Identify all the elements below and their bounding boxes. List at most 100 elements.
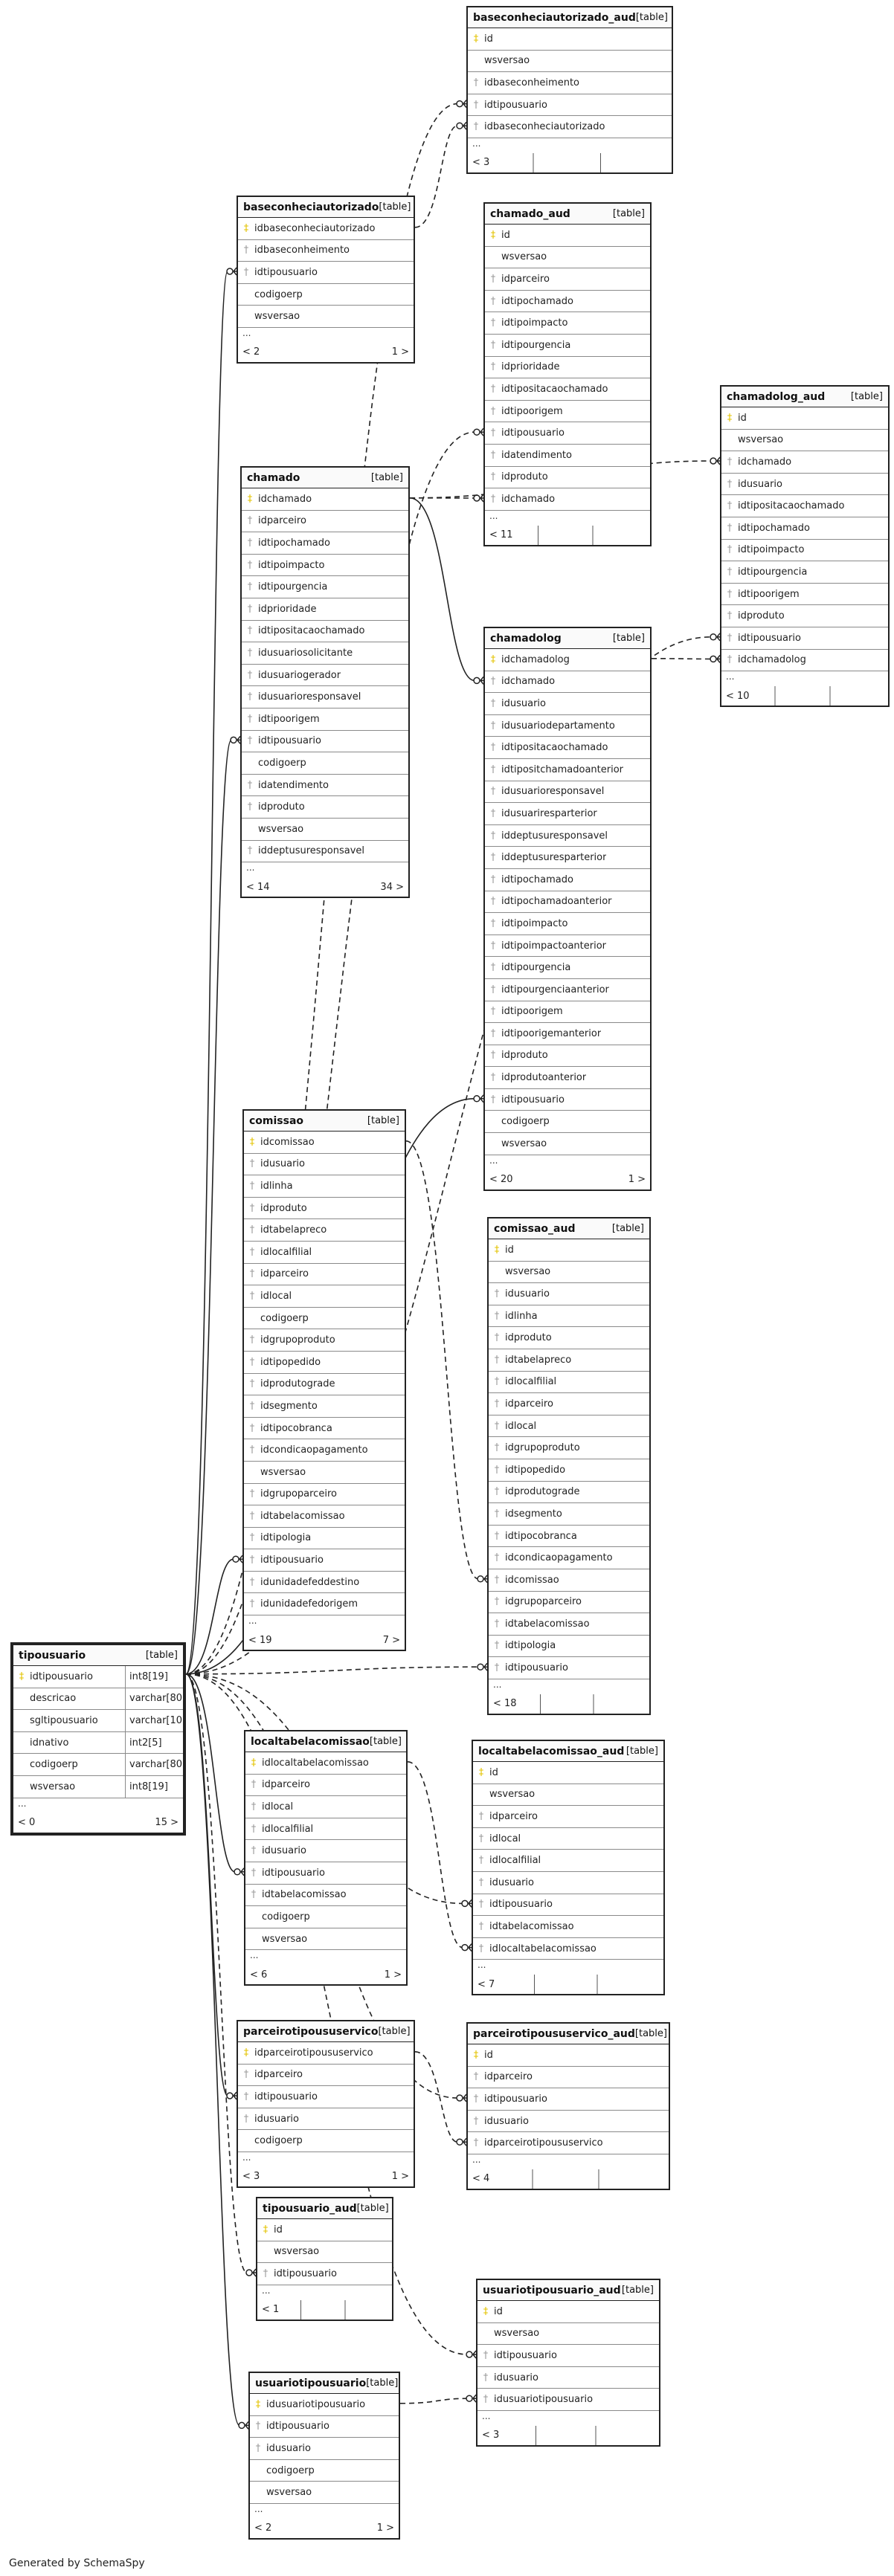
column-row[interactable]: †idparceiro xyxy=(485,268,650,291)
parent-count[interactable]: < 1 xyxy=(262,2304,280,2316)
column-row[interactable]: †idtipoorigemanterior xyxy=(485,1023,650,1045)
column-row[interactable]: †idtipositacaochamado xyxy=(485,737,650,759)
column-row[interactable]: †idproduto xyxy=(485,467,650,489)
column-row[interactable]: †idunidadefeddestino xyxy=(244,1572,405,1594)
column-row[interactable]: †idusuario xyxy=(245,1840,406,1862)
column-row[interactable]: †idlocal xyxy=(245,1796,406,1818)
column-row[interactable]: †idusuario xyxy=(250,2438,399,2460)
column-row[interactable]: ‡id xyxy=(468,28,672,51)
column-row[interactable]: †iddeptusuresponsavel xyxy=(242,841,408,863)
column-row[interactable]: †idusuario xyxy=(244,1154,405,1176)
column-row[interactable]: †idtipoimpacto xyxy=(721,540,888,562)
child-count[interactable]: 1 > xyxy=(628,1174,646,1186)
column-row[interactable]: †idprioridade xyxy=(242,598,408,621)
column-row[interactable]: †idparceiro xyxy=(468,2067,669,2089)
column-row[interactable]: †idcondicaopagamento xyxy=(489,1547,649,1569)
column-row[interactable]: codigoerp xyxy=(250,2460,399,2482)
column-row[interactable]: †idusuariosolicitante xyxy=(242,642,408,665)
column-row[interactable]: †idtipoimpacto xyxy=(485,312,650,335)
table-usuariotipousuario[interactable]: usuariotipousuario[table]‡idusuariotipou… xyxy=(248,2372,400,2540)
column-row[interactable]: ‡idusuariotipousuario xyxy=(250,2394,399,2416)
table-parceirotipoususervico[interactable]: parceirotipoususervico[table]‡idparceiro… xyxy=(237,2020,415,2188)
column-row[interactable]: †idcondicaopagamento xyxy=(244,1439,405,1462)
column-row[interactable]: †idparceirotipoususervico xyxy=(468,2132,669,2154)
column-row[interactable]: †idusuario xyxy=(473,1872,663,1894)
parent-count[interactable]: < 7 xyxy=(477,1978,495,1990)
column-row[interactable]: †idtipourgencia xyxy=(485,957,650,979)
column-row[interactable]: †idbaseconheimento xyxy=(238,240,414,262)
column-row[interactable]: †idsegmento xyxy=(489,1503,649,1526)
column-row[interactable]: †idtabelapreco xyxy=(244,1219,405,1242)
parent-count[interactable]: < 3 xyxy=(482,2430,500,2441)
column-row[interactable]: †idlocaltabelacomissao xyxy=(473,1938,663,1960)
column-row[interactable]: †idgrupoparceiro xyxy=(244,1484,405,1506)
column-row[interactable]: †idparceiro xyxy=(244,1264,405,1286)
column-row[interactable]: †idprodutograde xyxy=(244,1374,405,1396)
column-row[interactable]: †idatendimento xyxy=(485,445,650,467)
column-row[interactable]: ‡idchamadolog xyxy=(485,649,650,671)
column-row[interactable]: †idtipousuario xyxy=(245,1862,406,1885)
column-row[interactable]: †idproduto xyxy=(489,1327,649,1349)
column-row[interactable]: ‡idcomissao xyxy=(244,1132,405,1154)
column-row[interactable]: †idunidadefedorigem xyxy=(244,1593,405,1616)
column-row[interactable]: †idlocalfilial xyxy=(244,1242,405,1264)
column-row[interactable]: †idtipoimpacto xyxy=(485,913,650,935)
column-row[interactable]: †idtipochamadoanterior xyxy=(485,891,650,914)
column-row[interactable]: †idtipousuario xyxy=(242,731,408,753)
column-row[interactable]: †idparceiro xyxy=(245,1775,406,1797)
column-row[interactable]: ‡id xyxy=(721,407,888,430)
column-row[interactable]: †idtipochamado xyxy=(721,517,888,540)
column-row[interactable]: †idparceiro xyxy=(489,1393,649,1415)
column-row[interactable]: †idlinha xyxy=(489,1305,649,1328)
column-row[interactable]: †idsegmento xyxy=(244,1395,405,1418)
column-row[interactable]: wsversao xyxy=(485,247,650,269)
column-row[interactable]: †idusuarioresponsavel xyxy=(485,781,650,804)
column-row[interactable]: †idtipocobranca xyxy=(244,1418,405,1440)
column-row[interactable]: †idtipoorigem xyxy=(485,1001,650,1024)
column-row[interactable]: ‡id xyxy=(257,2219,392,2241)
column-row[interactable]: †iddeptusuresparterior xyxy=(485,847,650,869)
column-row[interactable]: †idtipositacaochamado xyxy=(485,378,650,401)
column-row[interactable]: †idtabelacomissao xyxy=(244,1505,405,1528)
column-row[interactable]: †idparceiro xyxy=(238,2065,414,2087)
column-row[interactable]: †idtipourgencia xyxy=(242,576,408,598)
parent-count[interactable]: < 3 xyxy=(242,2171,260,2183)
column-row[interactable]: †idtipousuario xyxy=(473,1894,663,1917)
column-row[interactable]: †idproduto xyxy=(244,1198,405,1220)
column-row[interactable]: †idtipoimpacto xyxy=(242,555,408,577)
column-row[interactable]: †idproduto xyxy=(242,796,408,819)
column-row[interactable]: wsversao xyxy=(238,306,414,328)
column-row[interactable]: †idtipousuario xyxy=(238,2086,414,2108)
column-row[interactable]: codigoerp xyxy=(485,1111,650,1134)
column-row[interactable]: †idchamado xyxy=(721,451,888,474)
column-row[interactable]: †idchamado xyxy=(485,671,650,694)
column-row[interactable]: codigoerp xyxy=(244,1308,405,1330)
column-row[interactable]: †idbaseconheciautorizado xyxy=(468,116,672,138)
child-count[interactable]: 7 > xyxy=(382,1634,400,1646)
column-row[interactable]: †idlinha xyxy=(244,1175,405,1198)
column-row[interactable]: †idtipousuario xyxy=(485,422,650,445)
column-row[interactable]: wsversao xyxy=(721,430,888,452)
column-row[interactable]: wsversao xyxy=(245,1928,406,1951)
column-row[interactable]: †idtabelacomissao xyxy=(473,1916,663,1938)
table-chamado[interactable]: chamado[table]‡idchamado†idparceiro†idti… xyxy=(240,466,410,899)
column-row[interactable]: wsversao xyxy=(257,2241,392,2264)
column-row[interactable]: †idtabelacomissao xyxy=(489,1613,649,1636)
column-row[interactable]: †idusuarioresponsavel xyxy=(242,686,408,708)
column-row[interactable]: †idcomissao xyxy=(489,1569,649,1592)
column-row[interactable]: †idtabelapreco xyxy=(489,1349,649,1372)
column-row[interactable]: †idlocalfilial xyxy=(489,1372,649,1394)
column-row[interactable]: †idchamado xyxy=(485,488,650,511)
table-comissao[interactable]: comissao[table]‡idcomissao†idusuario†idl… xyxy=(242,1109,406,1652)
column-row[interactable]: wsversao xyxy=(473,1784,663,1807)
